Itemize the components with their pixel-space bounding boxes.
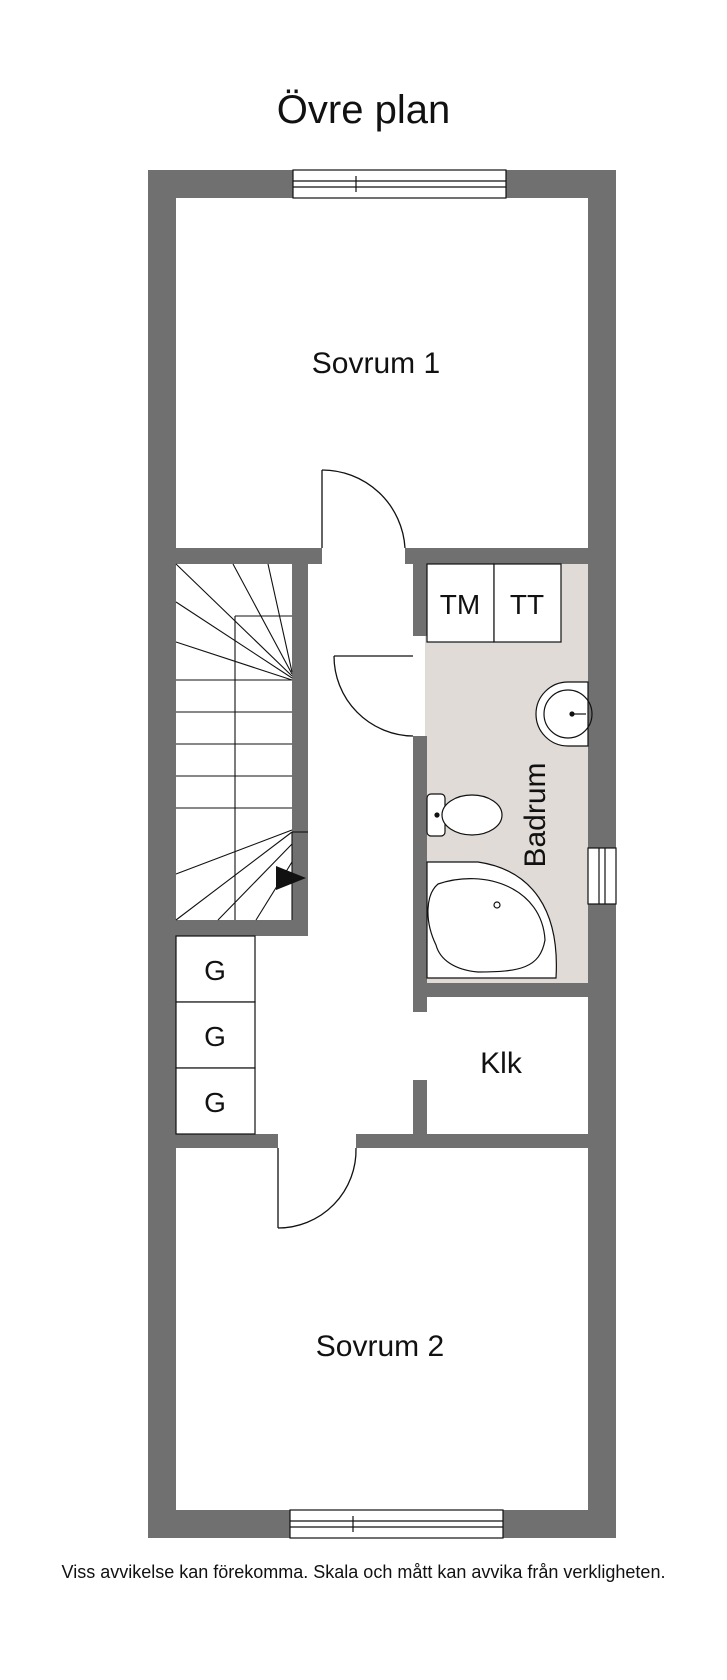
staircase bbox=[175, 563, 308, 921]
window-bathroom bbox=[587, 847, 617, 905]
disclaimer-text: Viss avvikelse kan förekomma. Skala och … bbox=[61, 1562, 666, 1582]
room-label-sovrum2: Sovrum 2 bbox=[316, 1330, 444, 1363]
room-label-sovrum1: Sovrum 1 bbox=[312, 347, 440, 380]
room-label-badrum: Badrum bbox=[519, 762, 552, 867]
door-badrum bbox=[333, 655, 414, 737]
label-wardrobe-2: G bbox=[204, 1021, 226, 1052]
washer-dryer bbox=[426, 563, 562, 643]
sink-icon bbox=[535, 681, 593, 747]
corner-bathtub-icon bbox=[426, 861, 557, 979]
door-sovrum1 bbox=[321, 469, 406, 549]
door-sovrum2 bbox=[277, 1147, 357, 1229]
label-wardrobe-1: G bbox=[204, 955, 226, 986]
label-wardrobe-3: G bbox=[204, 1087, 226, 1118]
label-tt: TT bbox=[510, 589, 544, 620]
toilet-icon bbox=[426, 793, 503, 837]
interior-walls bbox=[176, 548, 588, 1148]
room-label-klk: Klk bbox=[480, 1047, 523, 1080]
window-top bbox=[292, 169, 507, 199]
window-bottom bbox=[289, 1509, 504, 1539]
plan-title: Övre plan bbox=[276, 88, 451, 132]
wardrobes bbox=[175, 935, 256, 1135]
label-tm: TM bbox=[440, 589, 480, 620]
stair-arrow-icon bbox=[276, 866, 306, 890]
